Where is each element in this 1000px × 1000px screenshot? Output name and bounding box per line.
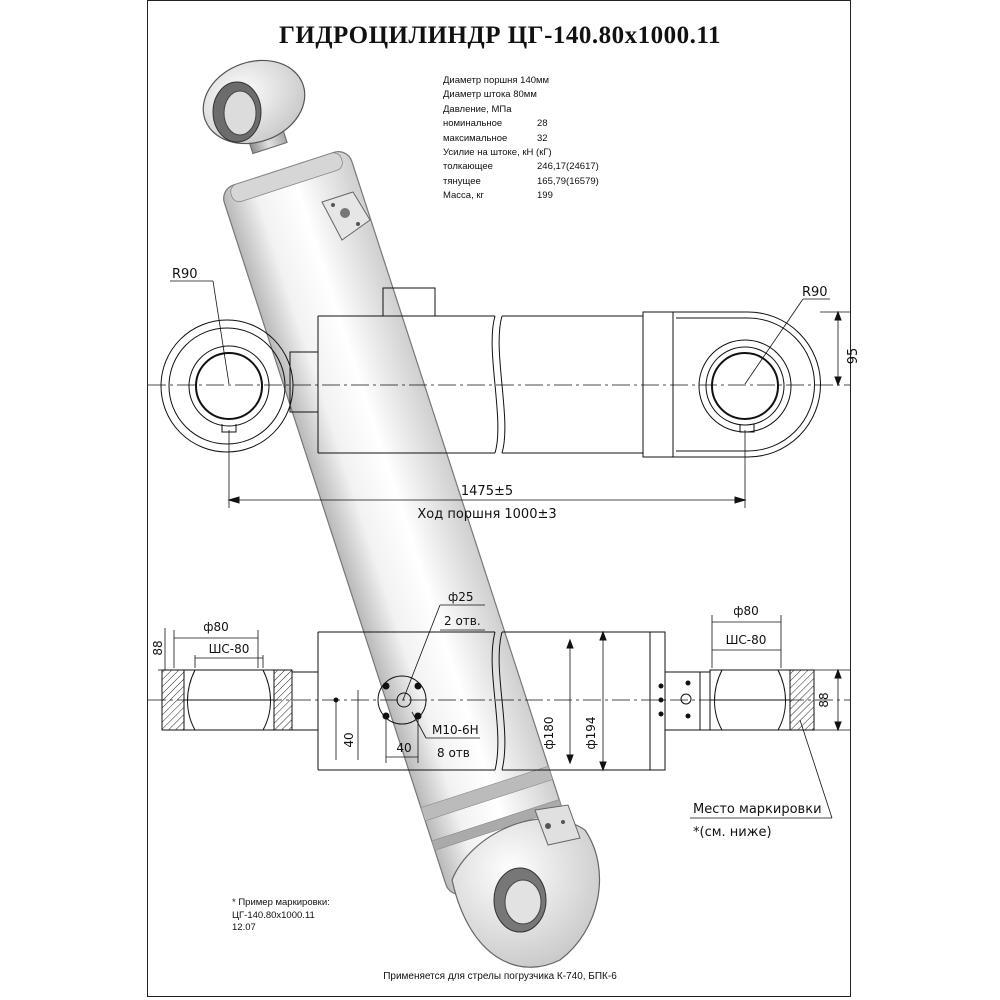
spec-label: тянущее bbox=[443, 175, 481, 187]
spec-row: толкающее 246,17(24617) bbox=[443, 160, 599, 174]
spec-row: Диаметр штока 80мм bbox=[443, 88, 552, 102]
spec-row: тянущее 165,79(16579) bbox=[443, 175, 599, 189]
dim-length: 1475±5 bbox=[461, 484, 513, 499]
dim-r-left: R90 bbox=[172, 267, 198, 282]
dim-dia-80-right: ф80 bbox=[733, 604, 759, 618]
dim-bearing-right: ШС-80 bbox=[726, 633, 767, 647]
dim-dia-180: ф180 bbox=[542, 716, 556, 749]
dim-dia-194: ф194 bbox=[584, 716, 598, 749]
spec-row: номинальное 28 bbox=[443, 117, 552, 131]
marking-example-heading: * Пример маркировки: bbox=[232, 897, 330, 908]
dim-r-right: R90 bbox=[802, 285, 828, 300]
dim-stroke: Ход поршня 1000±3 bbox=[417, 507, 556, 522]
dim-thread-count: 8 отв bbox=[437, 746, 470, 760]
side-view bbox=[148, 280, 850, 508]
drawing-sheet-frame bbox=[147, 0, 851, 997]
marking-example: * Пример маркировки: ЦГ-140.80х1000.11 1… bbox=[232, 897, 330, 935]
dim-hole-diameter: ф25 bbox=[448, 590, 474, 604]
marking-note: *(см. ниже) bbox=[693, 825, 772, 840]
dim-thread: М10-6Н bbox=[432, 723, 479, 737]
spec-row: Диаметр поршня 140мм bbox=[443, 74, 552, 88]
spec-value: 199 bbox=[537, 190, 553, 202]
spec-label: Масса, кг bbox=[443, 190, 484, 202]
spec-table: Диаметр поршня 140мм Диаметр штока 80мм … bbox=[443, 74, 599, 204]
plan-view bbox=[148, 604, 850, 819]
dim-88-right: 88 bbox=[817, 692, 831, 707]
top-rod-eye bbox=[202, 59, 306, 145]
dim-offset-x: 40 bbox=[396, 741, 411, 755]
spec-label: Давление, МПа bbox=[443, 103, 512, 115]
drawing-title: ГИДРОЦИЛИНДР ЦГ-140.80х1000.11 bbox=[278, 22, 722, 49]
spec-label: Диаметр штока 80мм bbox=[443, 89, 537, 101]
spec-label: максимальное bbox=[443, 132, 508, 144]
spec-row: Усилие на штоке, кН (кГ) bbox=[443, 146, 552, 160]
spec-row: Давление, МПа bbox=[443, 103, 552, 117]
dim-95: 95 bbox=[846, 348, 861, 365]
application-note: Применяется для стрелы погрузчика К-740,… bbox=[383, 971, 617, 982]
spec-row: Масса, кг 199 bbox=[443, 189, 553, 203]
dim-88-left: 88 bbox=[151, 640, 165, 655]
spec-label: толкающее bbox=[443, 161, 493, 173]
marking-example-line: 12.07 bbox=[232, 922, 256, 933]
dim-dia-80-left: ф80 bbox=[203, 620, 229, 634]
spec-value: 246,17(24617) bbox=[537, 161, 599, 173]
marking-place-label: Место маркировки bbox=[693, 802, 822, 817]
spec-value: 28 bbox=[537, 118, 548, 130]
cylinder-barrel bbox=[223, 151, 575, 895]
marking-example-line: ЦГ-140.80х1000.11 bbox=[232, 909, 315, 921]
cylinder-3d-render bbox=[202, 59, 601, 968]
spec-label: Усилие на штоке, кН (кГ) bbox=[443, 146, 552, 158]
spec-row: максимальное 32 bbox=[443, 132, 552, 146]
left-eye-outer bbox=[160, 319, 294, 453]
dim-bearing-left: ШС-80 bbox=[209, 642, 250, 656]
spec-label: номинальное bbox=[443, 118, 503, 130]
dim-hole-count: 2 отв. bbox=[444, 614, 481, 628]
spec-value: 165,79(16579) bbox=[537, 175, 599, 187]
spec-label: Диаметр поршня 140мм bbox=[443, 75, 550, 86]
dim-offset-y: 40 bbox=[342, 732, 356, 747]
top-port-block bbox=[321, 191, 371, 241]
bottom-cylinder-end bbox=[451, 804, 601, 968]
spec-value: 32 bbox=[537, 132, 548, 144]
